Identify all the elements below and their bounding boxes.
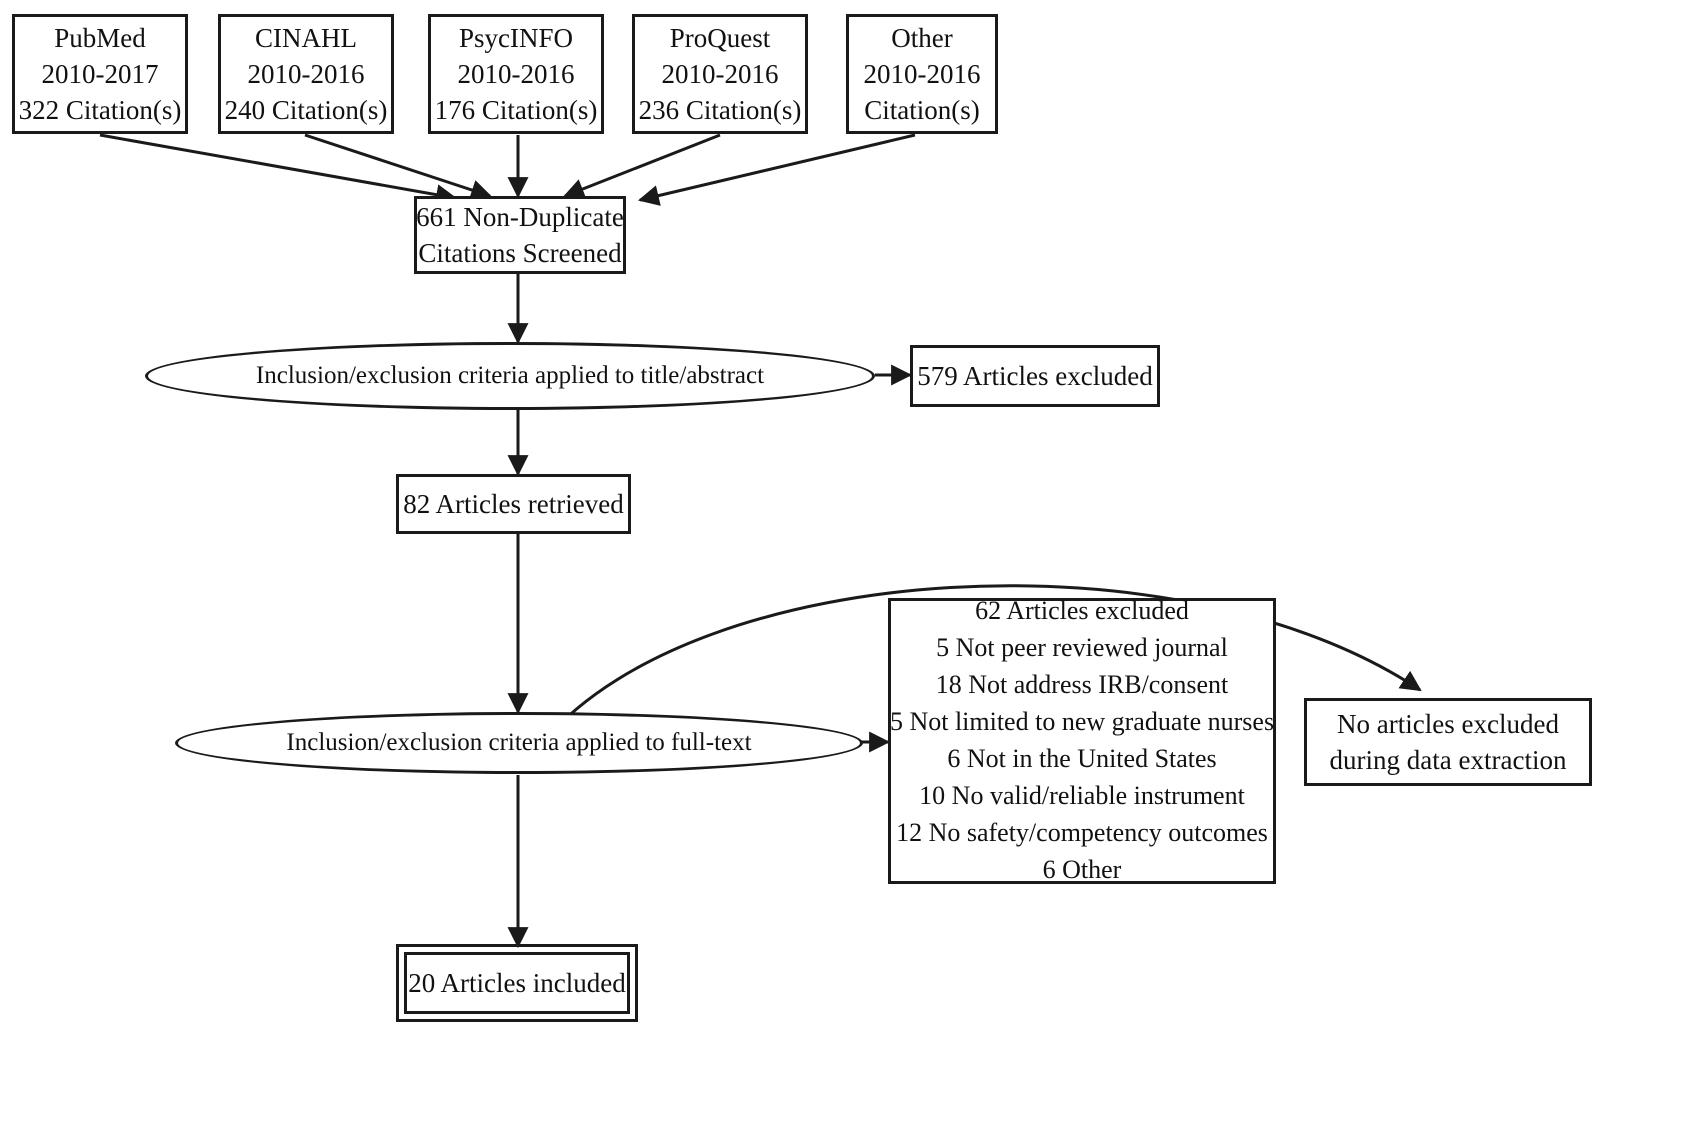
articles-retrieved-box: 82 Articles retrieved xyxy=(396,474,631,534)
included-label: 20 Articles included xyxy=(408,967,626,998)
source-years: 2010-2016 xyxy=(863,58,981,89)
source-years: 2010-2016 xyxy=(247,58,365,89)
exclusion-reason: 10 No valid/reliable instrument xyxy=(919,780,1245,810)
source-box-other: Other 2010-2016 Citation(s) xyxy=(846,14,998,134)
screened-count-line: 661 Non-Duplicate xyxy=(416,201,624,232)
source-name: ProQuest xyxy=(669,22,771,53)
no-exclusion-line2: during data extraction xyxy=(1329,745,1567,775)
retrieved-label: 82 Articles retrieved xyxy=(403,488,624,519)
source-citations: 322 Citation(s) xyxy=(18,95,182,126)
source-years: 2010-2017 xyxy=(41,58,159,89)
source-citations: 236 Citation(s) xyxy=(638,95,802,126)
excluded-full-text-box: 62 Articles excluded 5 Not peer reviewed… xyxy=(888,596,1276,884)
excluded-label: 579 Articles excluded xyxy=(917,360,1153,391)
source-name: Other xyxy=(891,22,953,53)
source-box-proquest: ProQuest 2010-2016 236 Citation(s) xyxy=(632,14,808,134)
edge-pubmed-to-screened xyxy=(99,133,458,206)
excluded-heading: 62 Articles excluded xyxy=(975,596,1189,626)
no-exclusion-extraction-box: No articles excluded during data extract… xyxy=(1304,698,1592,786)
source-name: PubMed xyxy=(54,22,146,53)
exclusion-reason: 6 Other xyxy=(1042,854,1122,884)
source-citations: Citation(s) xyxy=(864,95,980,126)
exclusion-reason: 18 Not address IRB/consent xyxy=(935,670,1229,700)
exclusion-reason: 5 Not peer reviewed journal xyxy=(936,633,1228,663)
articles-included-box: 20 Articles included xyxy=(396,944,638,1022)
source-years: 2010-2016 xyxy=(661,58,779,89)
exclusion-reason: 12 No safety/competency outcomes xyxy=(896,817,1268,847)
source-name: PsycINFO xyxy=(458,22,573,53)
excluded-title-abstract-box: 579 Articles excluded xyxy=(910,345,1160,407)
source-box-pubmed: PubMed 2010-2017 322 Citation(s) xyxy=(12,14,188,134)
screened-label-line: Citations Screened xyxy=(418,238,622,268)
screening-criteria-full-text: Inclusion/exclusion criteria applied to … xyxy=(175,712,863,774)
screening-criteria-title-abstract: Inclusion/exclusion criteria applied to … xyxy=(145,342,875,410)
source-citations: 240 Citation(s) xyxy=(224,95,388,126)
edge-proquest-to-screened xyxy=(563,133,721,199)
no-exclusion-line1: No articles excluded xyxy=(1337,708,1559,739)
edge-other-to-screened xyxy=(637,133,916,206)
exclusion-reason: 6 Not in the United States xyxy=(947,744,1217,773)
source-box-psycinfo: PsycINFO 2010-2016 176 Citation(s) xyxy=(428,14,604,134)
exclusion-reason: 5 Not limited to new graduate nurses xyxy=(889,707,1275,737)
source-name: CINAHL xyxy=(255,22,357,53)
source-citations: 176 Citation(s) xyxy=(434,95,598,126)
edge-cinahl-to-screened xyxy=(304,133,492,201)
source-years: 2010-2016 xyxy=(457,58,575,89)
source-box-cinahl: CINAHL 2010-2016 240 Citation(s) xyxy=(218,14,394,134)
screening-label: Inclusion/exclusion criteria applied to … xyxy=(255,362,765,390)
screening-label: Inclusion/exclusion criteria applied to … xyxy=(286,729,752,757)
screened-citations-box: 661 Non-Duplicate Citations Screened xyxy=(414,196,626,274)
